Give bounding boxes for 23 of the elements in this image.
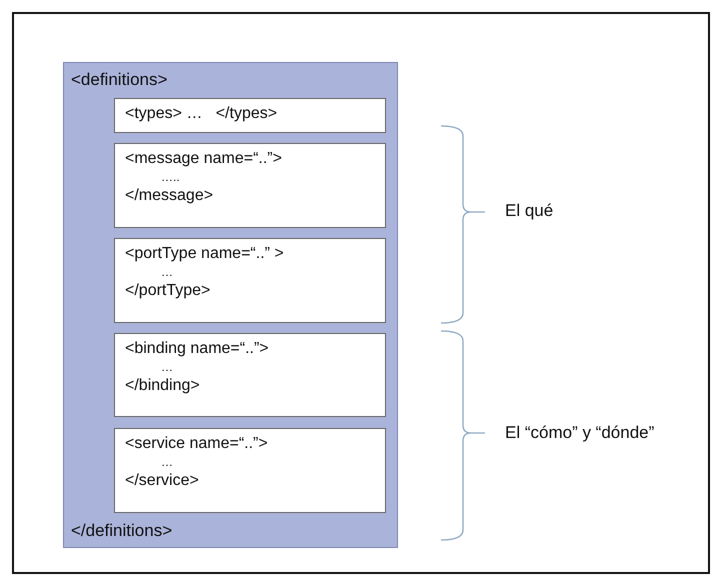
code-text: <service name=“..”> <box>125 434 269 454</box>
code-text: </service> <box>125 471 200 491</box>
code-text: <portType name=“..” > <box>125 244 285 264</box>
container-panel <box>63 62 398 548</box>
code-text: </message> <box>125 186 214 206</box>
code-text: … <box>160 454 174 470</box>
code-box <box>114 428 386 513</box>
code-box <box>114 333 386 417</box>
code-box <box>114 143 386 228</box>
code-text: </definitions> <box>71 520 172 541</box>
code-text: … <box>160 264 174 280</box>
annotation-label: El qué <box>505 201 554 221</box>
annotation-label: El “cómo” y “dónde” <box>505 423 654 443</box>
code-box <box>114 98 386 133</box>
code-box <box>114 238 386 323</box>
code-text: … <box>160 359 174 375</box>
code-text: </binding> <box>125 376 201 396</box>
code-text: <binding name=“..”> <box>125 339 270 359</box>
code-text: <message name=“..”> <box>125 149 283 169</box>
code-text: <definitions> <box>71 69 168 90</box>
code-text: </portType> <box>125 281 212 301</box>
code-text: ….. <box>160 169 181 185</box>
code-text: <types> … </types> <box>125 104 278 124</box>
